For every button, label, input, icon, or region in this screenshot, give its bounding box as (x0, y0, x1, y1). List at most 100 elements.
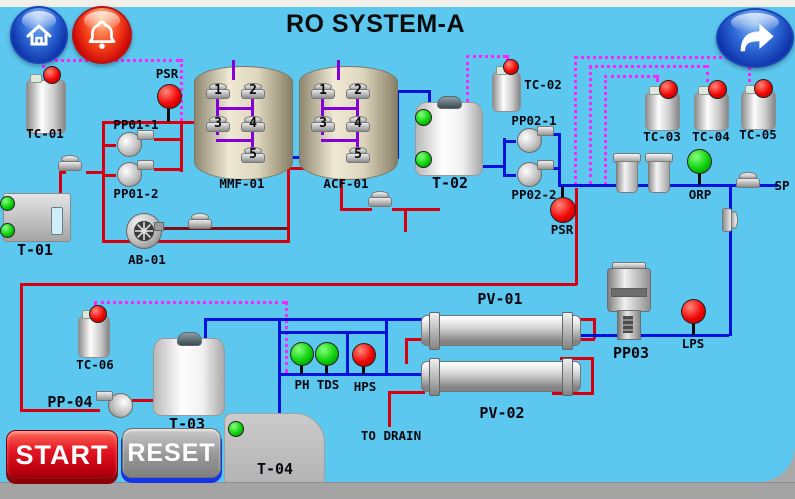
pipe-segment (479, 165, 503, 168)
valve-number: 1 (319, 83, 327, 98)
label-pv02: PV-02 (479, 404, 525, 422)
pipe-segment (346, 331, 349, 375)
tc05-alarm-light (754, 79, 773, 98)
tank-dome (437, 96, 462, 109)
t02-level-light (415, 151, 432, 168)
chemical-tank-tc03 (645, 86, 680, 131)
sample-point-valve[interactable] (736, 172, 760, 188)
mmf-valve-2[interactable]: 2 (241, 83, 265, 99)
label-mmf01: MMF-01 (219, 176, 265, 191)
home-button[interactable] (10, 6, 68, 64)
hp-pump-pp03[interactable] (607, 262, 651, 340)
pipe-segment (577, 334, 729, 337)
hps-light (352, 343, 376, 367)
pipe-segment (20, 283, 577, 286)
sight-glass (51, 207, 63, 235)
label-acf01: ACF-01 (323, 176, 369, 191)
acf-valve-3[interactable]: 3 (311, 116, 335, 132)
pipe-segment (388, 391, 391, 427)
chemical-tank-tc05 (741, 85, 776, 130)
label-psr-top: PSR (155, 66, 179, 81)
pump-pp01-2[interactable] (114, 158, 154, 187)
t04-level-light (228, 421, 244, 437)
dosing-line (180, 59, 183, 121)
cartridge-filter-2 (645, 150, 673, 193)
acf-valve-2[interactable]: 2 (346, 83, 370, 99)
sensor-stem (362, 364, 365, 374)
cartridge-filter-1 (613, 150, 641, 193)
drain-valve-acf[interactable] (368, 191, 392, 207)
tds-light (315, 342, 339, 366)
reset-button[interactable]: RESET (122, 428, 221, 478)
ph-light (290, 342, 314, 366)
start-button[interactable]: START (6, 430, 118, 480)
pipe-segment (428, 90, 431, 104)
label-tc04: TC-04 (692, 129, 730, 144)
label-pp01-1: PP01-1 (113, 117, 159, 132)
pump-neck (617, 310, 641, 340)
valve-number: 4 (354, 116, 362, 131)
blower-ab01[interactable] (126, 212, 164, 249)
pipe-segment (278, 331, 386, 334)
pipe-segment (278, 318, 281, 416)
air-valve-ab01[interactable] (188, 213, 212, 229)
pipe-segment (86, 171, 102, 174)
pump-pp02-2[interactable] (514, 158, 554, 187)
pump-pp02-1[interactable] (514, 124, 554, 153)
sensor-stem (561, 187, 564, 199)
pipe-segment (154, 138, 180, 141)
dosing-line (466, 55, 506, 58)
hp-feed-valve[interactable] (722, 208, 738, 232)
mmf-valve-1[interactable]: 1 (206, 83, 230, 99)
label-pp02-2: PP02-2 (511, 187, 557, 202)
pump-pp04[interactable] (96, 389, 136, 417)
sensor-stem (325, 363, 328, 374)
membrane-vessel-pv02 (421, 358, 581, 396)
pump-band (611, 288, 647, 297)
alarm-button[interactable] (72, 6, 132, 64)
pipe-segment (560, 357, 593, 360)
pump-pp01-1[interactable] (114, 128, 154, 157)
pipe-segment (102, 240, 289, 243)
pipe-segment (287, 168, 290, 243)
orp-light (687, 149, 712, 174)
pipe-segment (578, 318, 593, 321)
pipe-segment (102, 121, 105, 243)
pipe-segment (593, 318, 596, 339)
mmf-valve-4[interactable]: 4 (241, 116, 265, 132)
manifold-pipe (232, 60, 235, 80)
dosing-line (604, 75, 656, 78)
manifold-pipe (337, 60, 340, 80)
label-to-drain: TO DRAIN (360, 428, 422, 443)
valve-number: 4 (249, 116, 257, 131)
tank-cap (30, 74, 42, 83)
label-t02: T-02 (431, 174, 469, 192)
valve-number: 5 (249, 147, 257, 162)
dosing-line (589, 65, 592, 185)
reset-button-label: RESET (127, 438, 216, 467)
tc06-alarm-light (89, 305, 107, 323)
pipe-segment (558, 133, 561, 187)
dosing-line (466, 55, 469, 102)
acf-valve-4[interactable]: 4 (346, 116, 370, 132)
pipe-segment (503, 140, 516, 143)
forward-button[interactable] (716, 8, 794, 68)
acf-valve-1[interactable]: 1 (311, 83, 335, 99)
acf-valve-5[interactable]: 5 (346, 147, 370, 163)
label-tc05: TC-05 (739, 127, 777, 142)
valve-number: 5 (354, 147, 362, 162)
air-pipe-segment (164, 227, 288, 230)
dosing-line (748, 56, 751, 82)
dosing-line (706, 65, 709, 82)
sensor-stem (300, 363, 303, 374)
alarm-bell-icon (88, 20, 116, 49)
valve-number: 3 (319, 116, 327, 131)
mmf-valve-5[interactable]: 5 (241, 147, 265, 163)
pipe-segment (102, 121, 209, 124)
manifold-pipe (216, 107, 251, 110)
tc01-alarm-light (43, 66, 61, 84)
mmf-valve-3[interactable]: 3 (206, 116, 230, 132)
dosing-line (94, 301, 97, 307)
isolation-valve-t01[interactable] (58, 155, 82, 171)
